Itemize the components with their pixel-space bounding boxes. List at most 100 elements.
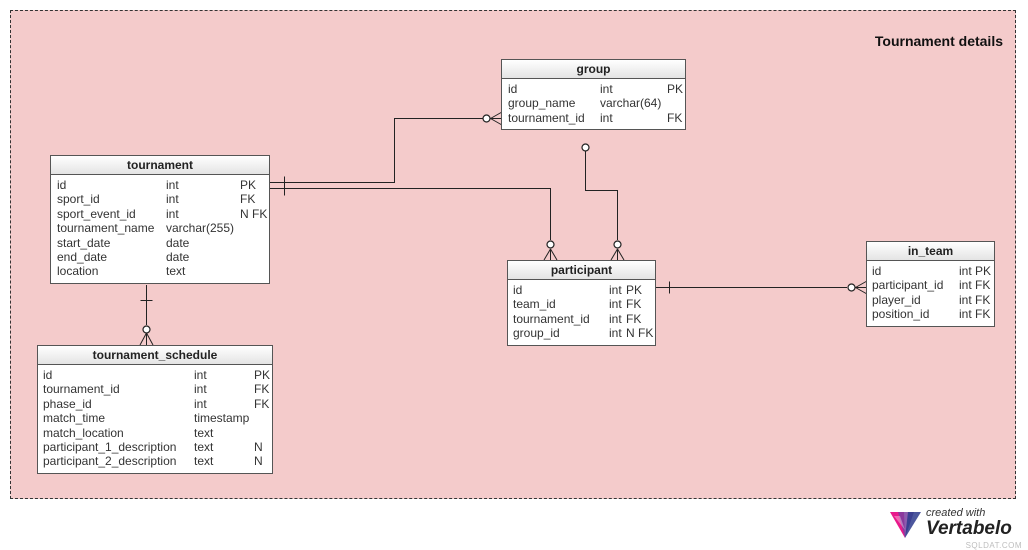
column-name: player_id <box>872 292 921 307</box>
table-row[interactable]: tournament_id int FK <box>502 111 685 125</box>
table-row[interactable]: id int PK <box>508 283 655 297</box>
table-group-header[interactable]: group <box>502 60 685 79</box>
table-group[interactable]: group id int PK group_name varchar(64) t… <box>501 59 686 131</box>
column-flags: N FK <box>240 206 268 221</box>
table-row[interactable]: tournament_id int FK <box>508 312 655 326</box>
column-flags: FK <box>254 396 270 411</box>
column-type: int <box>194 368 207 382</box>
table-in-team[interactable]: in_team id int PK participant_id int FK … <box>866 241 995 327</box>
column-name: tournament_name <box>57 221 155 236</box>
column-flags: N <box>254 454 263 469</box>
watermark-brand: Vertabelo <box>926 518 1012 539</box>
column-type: varchar(255) <box>166 221 235 236</box>
column-name: participant_2_description <box>43 454 177 469</box>
table-row[interactable]: group_id int N FK <box>508 326 655 340</box>
column-type: date <box>166 249 190 264</box>
column-name: id <box>57 178 67 192</box>
column-type: text <box>194 439 214 454</box>
column-type: int <box>194 382 207 397</box>
column-type: int <box>600 110 613 125</box>
column-flags: PK <box>254 368 271 382</box>
column-type: int <box>959 278 972 293</box>
table-participant[interactable]: participant id int PK team_id int FK tou… <box>507 260 656 346</box>
column-flags: PK <box>667 82 684 96</box>
column-flags: FK <box>975 307 991 322</box>
table-participant-header[interactable]: participant <box>508 261 655 280</box>
column-flags: PK <box>240 178 257 192</box>
vertabelo-watermark: created with Vertabelo <box>888 506 1018 542</box>
column-type: int <box>166 178 179 192</box>
column-name: participant_1_description <box>43 439 177 454</box>
table-row[interactable]: tournament_name varchar(255) <box>51 221 269 235</box>
column-name: participant_id <box>872 278 944 293</box>
column-name: tournament_id <box>508 110 585 125</box>
column-name: end_date <box>57 249 108 264</box>
table-row[interactable]: sport_id int FK <box>51 192 269 206</box>
column-flags: FK <box>626 311 642 326</box>
column-type: int <box>194 396 207 411</box>
column-type: text <box>194 425 214 440</box>
table-row[interactable]: player_id int FK <box>867 293 994 307</box>
table-row[interactable]: participant_2_description text N <box>38 454 272 468</box>
column-flags: FK <box>975 292 991 307</box>
table-row[interactable]: start_date date <box>51 236 269 250</box>
column-type: int <box>959 307 972 322</box>
column-type: int <box>609 326 622 341</box>
table-tournament-schedule[interactable]: tournament_schedule id int PK tournament… <box>37 345 273 474</box>
column-name: id <box>872 264 882 278</box>
column-name: sport_event_id <box>57 206 136 221</box>
table-tournament-header[interactable]: tournament <box>51 156 269 175</box>
table-row[interactable]: phase_id int FK <box>38 397 272 411</box>
column-name: id <box>513 283 523 297</box>
column-type: int <box>600 82 613 96</box>
column-type: int <box>959 264 972 278</box>
rel-tournament-group[interactable] <box>269 118 487 183</box>
column-flags: N FK <box>626 326 654 341</box>
column-name: sport_id <box>57 192 100 207</box>
column-type: text <box>194 454 214 469</box>
column-flags: N <box>254 439 263 454</box>
table-row[interactable]: participant_id int FK <box>867 278 994 292</box>
rel-group-participant[interactable] <box>585 150 618 240</box>
table-row[interactable]: end_date date <box>51 250 269 264</box>
table-row[interactable]: group_name varchar(64) <box>502 96 685 110</box>
table-tournament[interactable]: tournament id int PK sport_id int FK spo… <box>50 155 270 284</box>
table-row[interactable]: id int PK <box>502 82 685 96</box>
column-name: match_time <box>43 411 106 426</box>
vertabelo-logo-icon <box>890 512 921 538</box>
column-name: location <box>57 264 99 279</box>
column-type: text <box>166 264 186 279</box>
column-name: group_id <box>513 326 560 341</box>
table-row[interactable]: id int PK <box>867 264 994 278</box>
table-row[interactable]: match_location text <box>38 426 272 440</box>
table-row[interactable]: location text <box>51 264 269 278</box>
column-flags: FK <box>626 297 642 312</box>
table-row[interactable]: team_id int FK <box>508 297 655 311</box>
column-name: group_name <box>508 96 576 111</box>
table-row[interactable]: sport_event_id int N FK <box>51 207 269 221</box>
table-tournament-schedule-header[interactable]: tournament_schedule <box>38 346 272 365</box>
column-type: int <box>609 311 622 326</box>
subject-area-title: Tournament details <box>874 33 1003 49</box>
column-name: position_id <box>872 307 930 322</box>
column-name: phase_id <box>43 396 92 411</box>
watermark-created-with: created with <box>926 507 986 519</box>
watermark-site: SQLDAT.COM <box>965 541 1022 550</box>
column-name: id <box>43 368 53 382</box>
column-type: int <box>609 283 622 297</box>
column-name: tournament_id <box>513 311 590 326</box>
rel-tournament-participant[interactable] <box>269 188 551 241</box>
table-in-team-header[interactable]: in_team <box>867 242 994 261</box>
table-row[interactable]: id int PK <box>38 368 272 382</box>
column-flags: FK <box>240 192 256 207</box>
column-name: match_location <box>43 425 124 440</box>
column-flags: FK <box>667 110 683 125</box>
table-row[interactable]: match_time timestamp <box>38 411 272 425</box>
table-row[interactable]: position_id int FK <box>867 307 994 321</box>
column-name: tournament_id <box>43 382 120 397</box>
column-flags: FK <box>254 382 270 397</box>
table-row[interactable]: id int PK <box>51 178 269 192</box>
table-row[interactable]: participant_1_description text N <box>38 440 272 454</box>
table-row[interactable]: tournament_id int FK <box>38 382 272 396</box>
